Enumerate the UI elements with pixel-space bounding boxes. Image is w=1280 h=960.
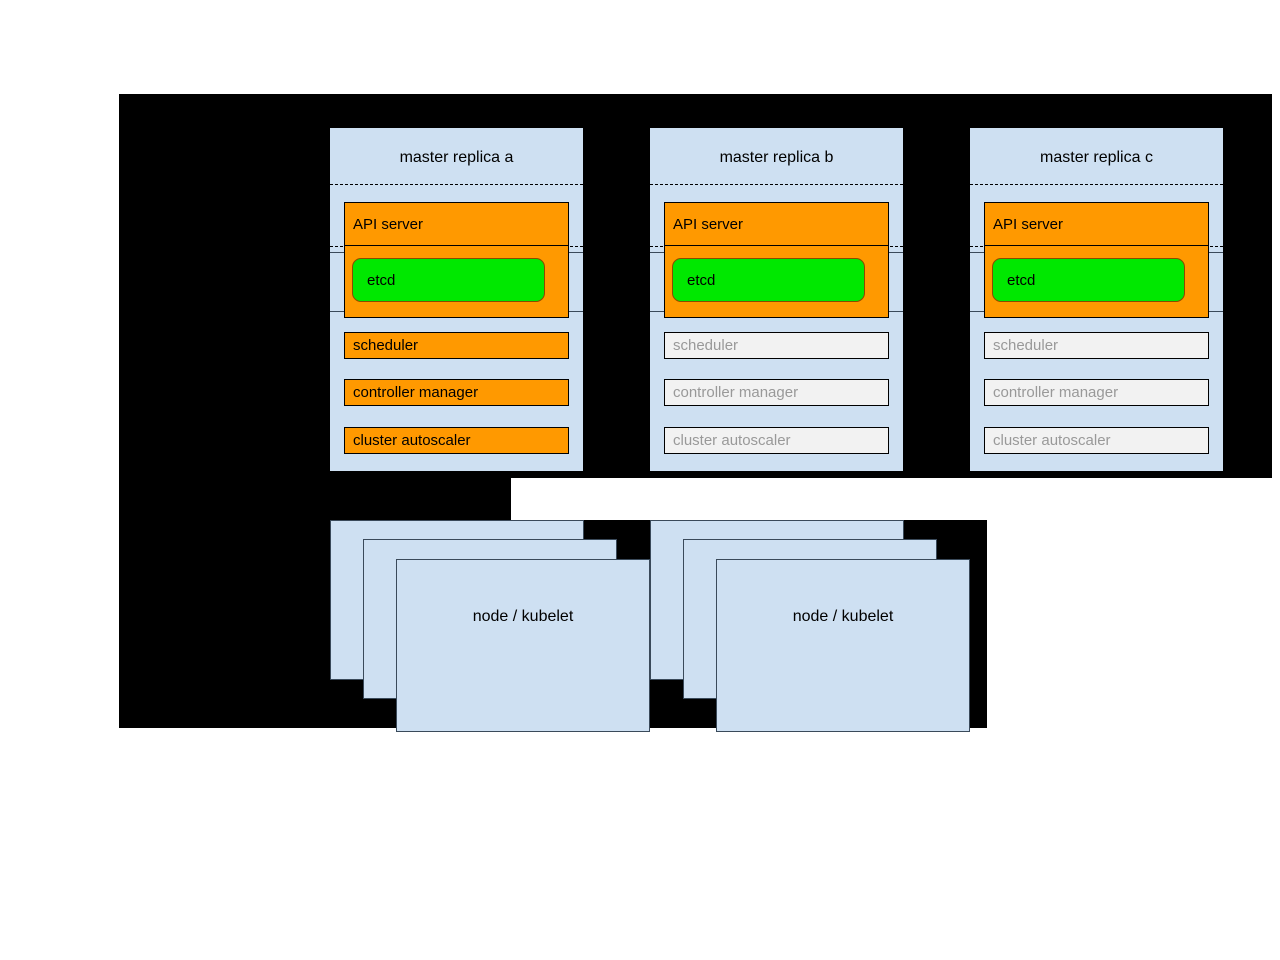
controller-manager-chip-a[interactable]: controller manager (344, 379, 569, 406)
node-stack-2[interactable]: node / kubelet (650, 520, 970, 732)
cluster-autoscaler-chip-c[interactable]: cluster autoscaler (984, 427, 1209, 454)
etcd-chip-b[interactable]: etcd (672, 258, 865, 302)
scheduler-chip-a[interactable]: scheduler (344, 332, 569, 359)
cluster-autoscaler-chip-a[interactable]: cluster autoscaler (344, 427, 569, 454)
master-replica-c[interactable]: master replica c API server etcd schedul… (970, 128, 1223, 471)
etcd-chip-c[interactable]: etcd (992, 258, 1185, 302)
api-server-chip-b[interactable]: API server (664, 202, 889, 246)
node-kubelet-label-1: node / kubelet (472, 608, 574, 625)
backdrop-panel-left (119, 478, 511, 520)
etcd-chip-a[interactable]: etcd (352, 258, 545, 302)
controller-manager-chip-c[interactable]: controller manager (984, 379, 1209, 406)
api-server-chip-c[interactable]: API server (984, 202, 1209, 246)
master-replica-a-title: master replica a (399, 149, 514, 166)
api-server-chip-a[interactable]: API server (344, 202, 569, 246)
scheduler-chip-c[interactable]: scheduler (984, 332, 1209, 359)
master-replica-c-title: master replica c (1040, 149, 1153, 166)
node-stack-1[interactable]: node / kubelet (330, 520, 650, 732)
cluster-autoscaler-chip-b[interactable]: cluster autoscaler (664, 427, 889, 454)
master-replica-a[interactable]: master replica a API server etcd schedul… (330, 128, 583, 471)
node-kubelet-label-2: node / kubelet (792, 608, 894, 625)
scheduler-chip-b[interactable]: scheduler (664, 332, 889, 359)
divider-dashed-top (330, 184, 583, 185)
node-layer-front[interactable]: node / kubelet (396, 559, 650, 732)
master-replica-b[interactable]: master replica b API server etcd schedul… (650, 128, 903, 471)
divider-dashed-top (970, 184, 1223, 185)
master-replica-b-title: master replica b (719, 149, 834, 166)
node-layer-front[interactable]: node / kubelet (716, 559, 970, 732)
divider-dashed-top (650, 184, 903, 185)
controller-manager-chip-b[interactable]: controller manager (664, 379, 889, 406)
